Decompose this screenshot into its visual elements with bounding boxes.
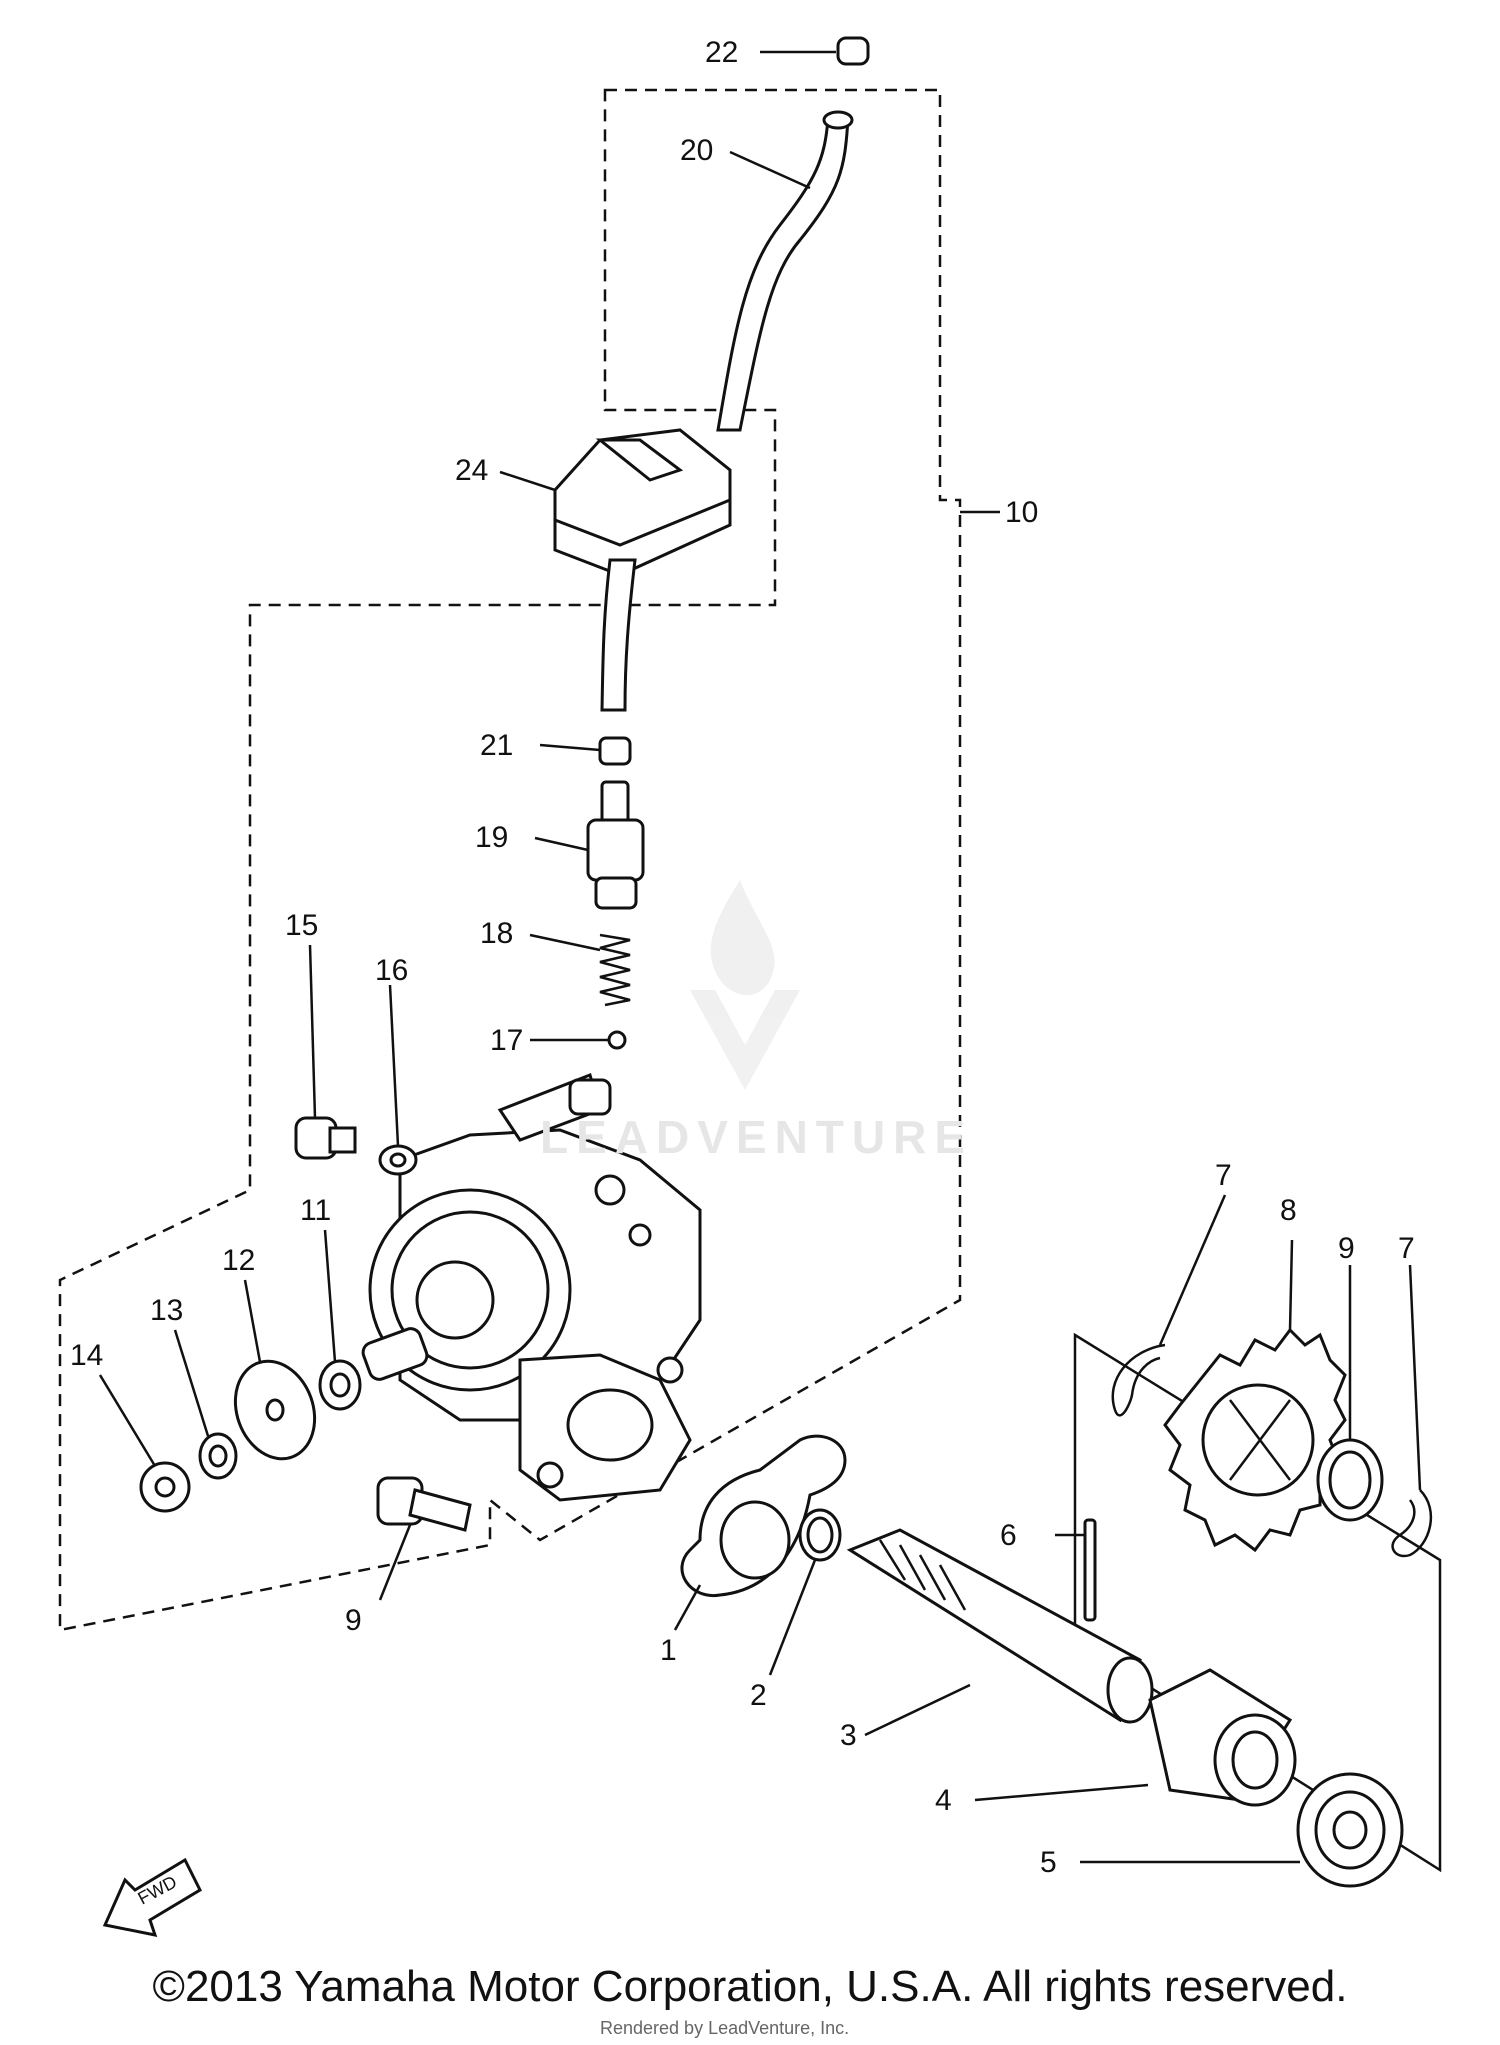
part-tube [600, 558, 637, 712]
callout-2: 2 [750, 1679, 767, 1712]
watermark: LEADVENTURE [540, 1111, 974, 1163]
callout-14: 13 [150, 1294, 183, 1327]
callout-20: 19 [475, 821, 508, 854]
callout-18: 17 [490, 1024, 523, 1057]
callout-8: 8 [1280, 1194, 1297, 1227]
callout-13: 12 [222, 1244, 255, 1277]
part-21-pipe [716, 110, 854, 432]
rendered-by-note: Rendered by LeadVenture, Inc. [600, 2018, 850, 2038]
part-17-washer [378, 1144, 418, 1176]
part-22-clip [598, 736, 632, 766]
callout-6: 6 [1000, 1519, 1017, 1552]
callout-16: 15 [285, 909, 318, 942]
part-6-pin [1083, 1518, 1097, 1622]
oil-pump-body [361, 1073, 702, 1502]
part-4-bushing [1148, 1668, 1297, 1807]
part-7-circlip [1111, 1343, 1433, 1558]
callout-17: 16 [375, 954, 408, 987]
part-20-valve [586, 780, 645, 910]
callout-7a: 7 [1215, 1159, 1232, 1192]
part-13-plate [233, 1359, 317, 1461]
leader-lines [98, 50, 1422, 1864]
part-10-bolt [376, 1476, 472, 1532]
callout-5: 5 [1040, 1846, 1057, 1879]
callout-15: 14 [70, 1339, 103, 1372]
watermark-logo-icon [690, 880, 800, 1090]
callout-12: 11 [300, 1194, 331, 1227]
callout-19: 18 [480, 917, 513, 950]
part-16-screw [294, 1116, 357, 1160]
part-1-gasket [680, 1434, 847, 1597]
callout-labels: 22 20 24 10 21 19 18 17 15 16 11 12 13 1… [70, 36, 1415, 1879]
callout-9: 9 [1338, 1232, 1355, 1265]
callout-4: 4 [935, 1784, 952, 1817]
callout-7b: 7 [1398, 1232, 1415, 1265]
callout-23: 22 [705, 36, 738, 69]
fwd-arrow-icon: FWD [102, 1857, 202, 1937]
part-3-shaft [846, 1528, 1154, 1724]
callout-11: 10 [1005, 496, 1038, 529]
callout-3: 3 [840, 1719, 857, 1752]
part-18-ball [607, 1030, 627, 1050]
copyright-notice: ©2013 Yamaha Motor Corporation, U.S.A. A… [152, 1962, 1348, 2011]
part-9-washer [1316, 1438, 1384, 1522]
part-19-spring [599, 933, 631, 1007]
part-5-bearing [1296, 1772, 1404, 1888]
part-23-cap [836, 36, 870, 66]
part-24-bracket [553, 428, 732, 577]
part-2-oring [798, 1508, 842, 1562]
part-12-seal [318, 1359, 362, 1411]
callout-21: 20 [680, 134, 713, 167]
part-8-gear [1163, 1327, 1347, 1553]
callout-22: 21 [480, 729, 513, 762]
callout-1: 1 [660, 1634, 677, 1667]
part-15-nut [139, 1461, 191, 1513]
callout-24: 24 [455, 454, 488, 487]
callout-10: 9 [345, 1604, 362, 1637]
part-14-washer [198, 1432, 238, 1480]
